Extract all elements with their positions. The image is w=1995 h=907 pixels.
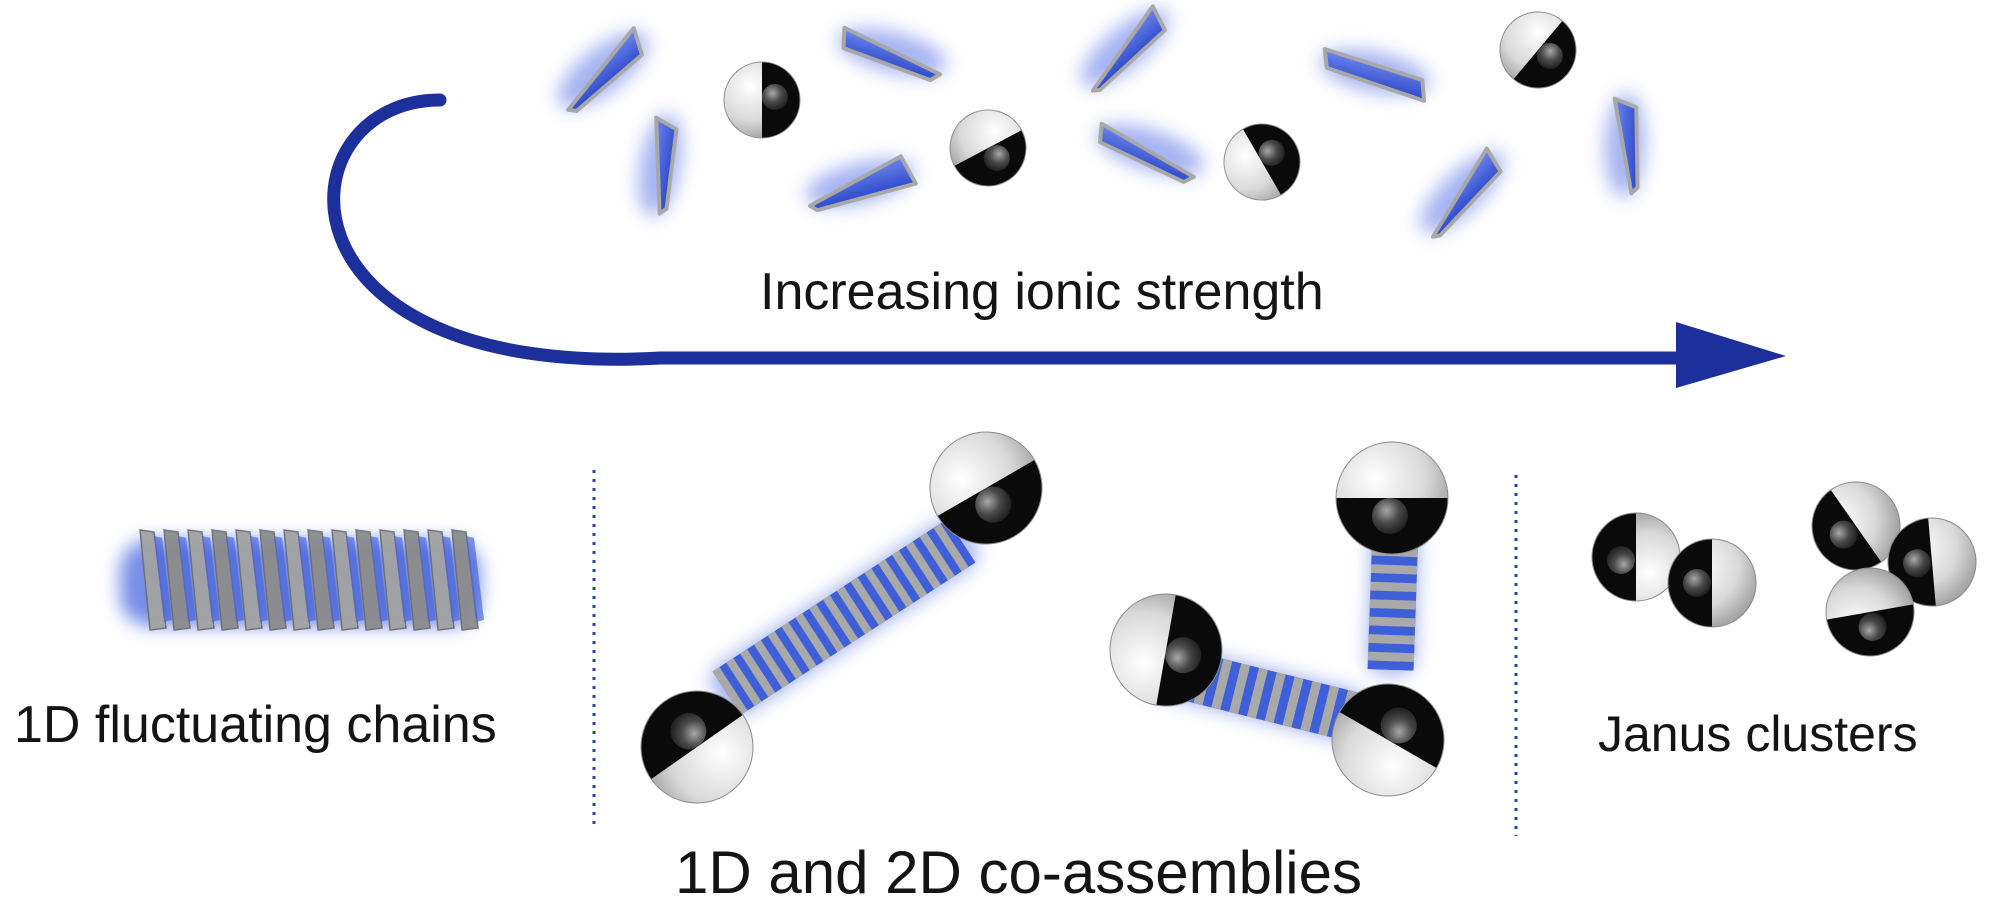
janus-particle [1331,683,1445,797]
chain-plate [427,529,455,631]
janus-particle [1825,567,1915,657]
chain-plate-face [442,536,460,622]
rod-stripe [1229,663,1251,715]
janus-trimer [1811,481,1977,657]
rod-stripe [1370,564,1418,575]
chain-plate [331,529,359,631]
chain-plate-face [346,536,364,622]
co-assembly-1d [710,518,978,716]
free-plates [557,4,1646,239]
plate [1420,146,1504,239]
chain-plate [139,529,167,631]
rod-stripe [1300,681,1322,732]
left-panel-label: 1D fluctuating chains [14,696,497,754]
janus-particle [1335,441,1449,555]
plate [805,154,918,213]
rod-stripe [1369,599,1416,610]
rod-stripe [905,541,942,590]
rod-stripe [878,559,914,608]
janus-particle [949,109,1027,187]
rod-stripe [1282,676,1304,728]
chain-plate-face [274,536,292,622]
chain-plate-face [466,536,484,622]
rod-stripe [809,604,845,653]
chain-plate-face [226,536,244,622]
plate-chain [120,529,484,631]
janus-particle [1591,512,1681,602]
chain-plate-face [178,536,196,622]
chain-plate [235,529,263,631]
rod-stripe [891,550,928,599]
janus-particle [1667,538,1757,628]
plate [557,26,649,113]
rod-stripe [712,666,748,716]
plate [1320,47,1430,103]
rod-stripe [740,649,776,698]
janus-particle [1499,11,1577,89]
chain-plate [451,529,479,631]
chain-plate [211,529,239,631]
janus-particle [640,690,754,804]
chain-plate [259,529,287,631]
chain-plate-face [418,536,436,622]
janus-particle [1887,517,1977,607]
rod-stripe [1368,634,1415,645]
rod-stripe [933,523,969,572]
chain-plate [355,529,383,631]
chain-plate-face [202,536,220,622]
janus-particle [929,431,1043,545]
arrow-head [1676,322,1786,388]
chain-plate [283,529,311,631]
chain-plate [187,529,215,631]
chain-plate [163,529,191,631]
assembly-janus-particles [640,431,1449,804]
plate [638,113,682,217]
rod-stripe [1369,616,1416,628]
plate [837,25,947,83]
plate [1080,4,1170,93]
chain-plate-face [154,536,172,622]
rod-stripe [1367,651,1415,663]
rod-stripe [919,532,955,581]
rod-stripe [836,586,872,635]
rod-stripe [726,657,762,707]
chain-plate-face [250,536,268,622]
janus-particle [723,61,801,139]
janus-dimer [1591,512,1757,628]
chain-plate-face [394,536,412,622]
chain-plate-face [370,536,388,622]
rod-stripe [1211,658,1233,710]
rod-stripe [1318,685,1340,737]
janus-particle [1109,593,1223,707]
rod-stripe [864,568,900,617]
rod-stripe [767,631,803,680]
rod-stripe [781,622,817,671]
right-panel-label: Janus clusters [1598,706,1918,762]
arrow-shaft [327,93,1687,366]
janus-particle [1811,481,1901,571]
chain-plate-face [322,536,340,622]
chain-plate-face [298,536,316,622]
janus-particle [1223,123,1301,201]
rod-stripe [822,595,859,644]
rod-stripe [1264,672,1286,723]
plate [1096,121,1204,184]
arrow-label: Increasing ionic strength [760,263,1324,321]
rod-stripe [1370,581,1417,593]
rod-stripe [795,613,831,662]
rod-stripe [753,640,790,689]
chain-plates [139,529,484,631]
chain-plate [403,529,431,631]
ionic-strength-arrow [327,93,1786,388]
middle-panel-label: 1D and 2D co-assemblies [675,839,1362,906]
rod-stripe [1246,667,1268,719]
rod-1d [710,518,978,716]
rod-stripe [850,577,886,626]
chain-plate [307,529,335,631]
plate [1604,93,1646,197]
chain-plate [379,529,407,631]
free-janus-particles [723,11,1577,201]
